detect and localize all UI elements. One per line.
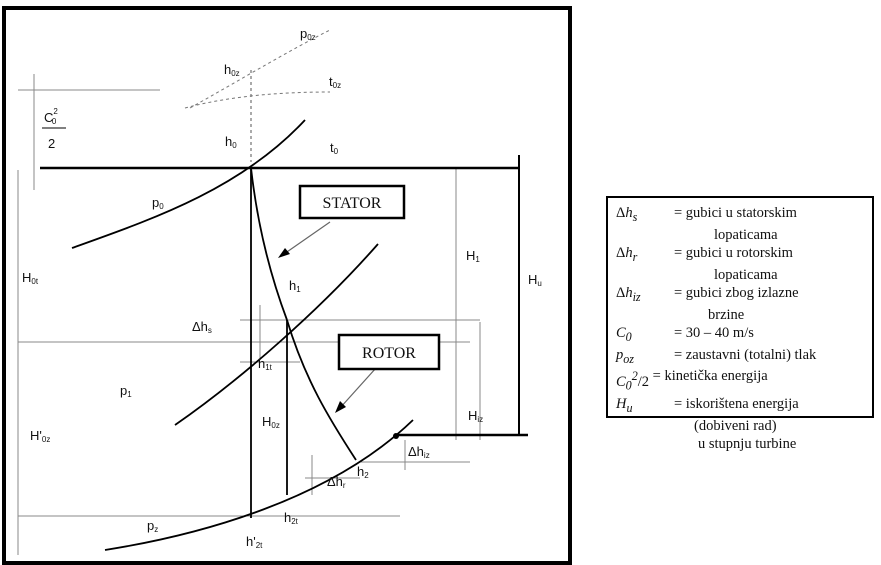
label-dhiz: Δhiz — [408, 444, 430, 460]
legend-symbol: poz — [616, 346, 634, 366]
p1-isobar — [174, 243, 379, 426]
label-h2t: h2t — [284, 510, 299, 526]
legend-cont: brzine — [708, 306, 745, 323]
label-dhs: Δhs — [192, 319, 212, 335]
c0-den: 2 — [48, 136, 55, 151]
legend-text: = gubici u rotorskim — [674, 244, 793, 261]
label-p0z: p0z — [300, 26, 316, 42]
legend-row-dhs: Δhs = gubici u statorskim — [616, 204, 866, 226]
rotor-expansion — [286, 319, 357, 461]
label-p0: p0 — [152, 195, 164, 211]
legend-text: = gubici zbog izlazne — [674, 284, 799, 301]
stator-arrow — [283, 221, 331, 255]
label-h0z: h0z — [224, 62, 240, 78]
legend-cont: lopaticama — [714, 266, 778, 283]
h-point — [393, 433, 399, 439]
legend-symbol: Δhs — [616, 205, 638, 224]
rotor-label: ROTOR — [362, 345, 416, 362]
legend-text: = 30 – 40 m/s — [674, 324, 754, 341]
label-h2t-prime: h'2t — [246, 534, 263, 550]
legend-row-c0: C0 = 30 – 40 m/s — [616, 324, 866, 346]
label-h1: h1 — [289, 278, 301, 294]
legend-row-dhiz: Δhiz = gubici zbog izlazne — [616, 284, 866, 306]
legend-symbol: Δhr — [616, 244, 638, 264]
legend-cont: (dobiveni rad) — [694, 418, 777, 435]
label-t0z: t0z — [329, 74, 341, 90]
legend-row-hu: Hu = iskorištena energija — [616, 395, 866, 417]
label-H1: H1 — [466, 248, 480, 264]
label-p1: p1 — [120, 383, 132, 399]
rotor-box — [337, 333, 441, 371]
legend-cont: u stupnju turbine — [698, 436, 797, 453]
p0-isobar — [71, 119, 306, 249]
label-h1t: h1t — [258, 356, 273, 372]
legend-text: = gubici u statorskim — [674, 205, 797, 221]
label-Hiz: Hiz — [468, 408, 483, 424]
legend-text: = kinetička energija — [652, 368, 768, 385]
legend-text: = zaustavni (totalni) tlak — [674, 346, 817, 363]
stator-expansion — [250, 167, 288, 321]
diagram-frame — [2, 6, 572, 565]
stator-box — [298, 184, 406, 220]
rotor-arrow — [339, 367, 377, 409]
legend-text: = iskorištena energija — [674, 396, 799, 413]
legend-symbol: Δhiz — [616, 284, 641, 304]
legend-symbol: C0 — [616, 324, 632, 344]
rotor-arrowhead — [335, 401, 346, 413]
label-h0: h0 — [225, 134, 237, 150]
stator-arrowhead — [278, 248, 290, 258]
legend-row-kinetic: C02/2 = kinetička energija — [616, 367, 866, 395]
t0z-curve — [184, 91, 331, 109]
label-dhr: Δhr — [327, 474, 346, 490]
pz-isobar — [104, 419, 414, 551]
legend-row-poz: poz = zaustavni (totalni) tlak — [616, 346, 866, 368]
stator-label: STATOR — [323, 195, 382, 212]
label-h2: h2 — [357, 464, 369, 480]
legend-cont: lopaticama — [714, 226, 778, 243]
label-t0: t0 — [330, 140, 339, 156]
label-hr: H0z — [262, 414, 280, 430]
label-Hprime0z: H'0z — [30, 428, 50, 444]
legend-symbol: Hu — [616, 396, 633, 416]
p0z-curve — [189, 29, 331, 109]
label-pz: pz — [147, 518, 158, 534]
label-Hu: Hu — [528, 272, 542, 288]
legend-symbol: C02/2 — [616, 369, 650, 394]
label-Hst: H0t — [22, 270, 39, 286]
legend-box: Δhs = gubici u statorskim lopaticama Δhr… — [606, 196, 874, 452]
legend-row-dhr: Δhr = gubici u rotorskim — [616, 244, 866, 266]
